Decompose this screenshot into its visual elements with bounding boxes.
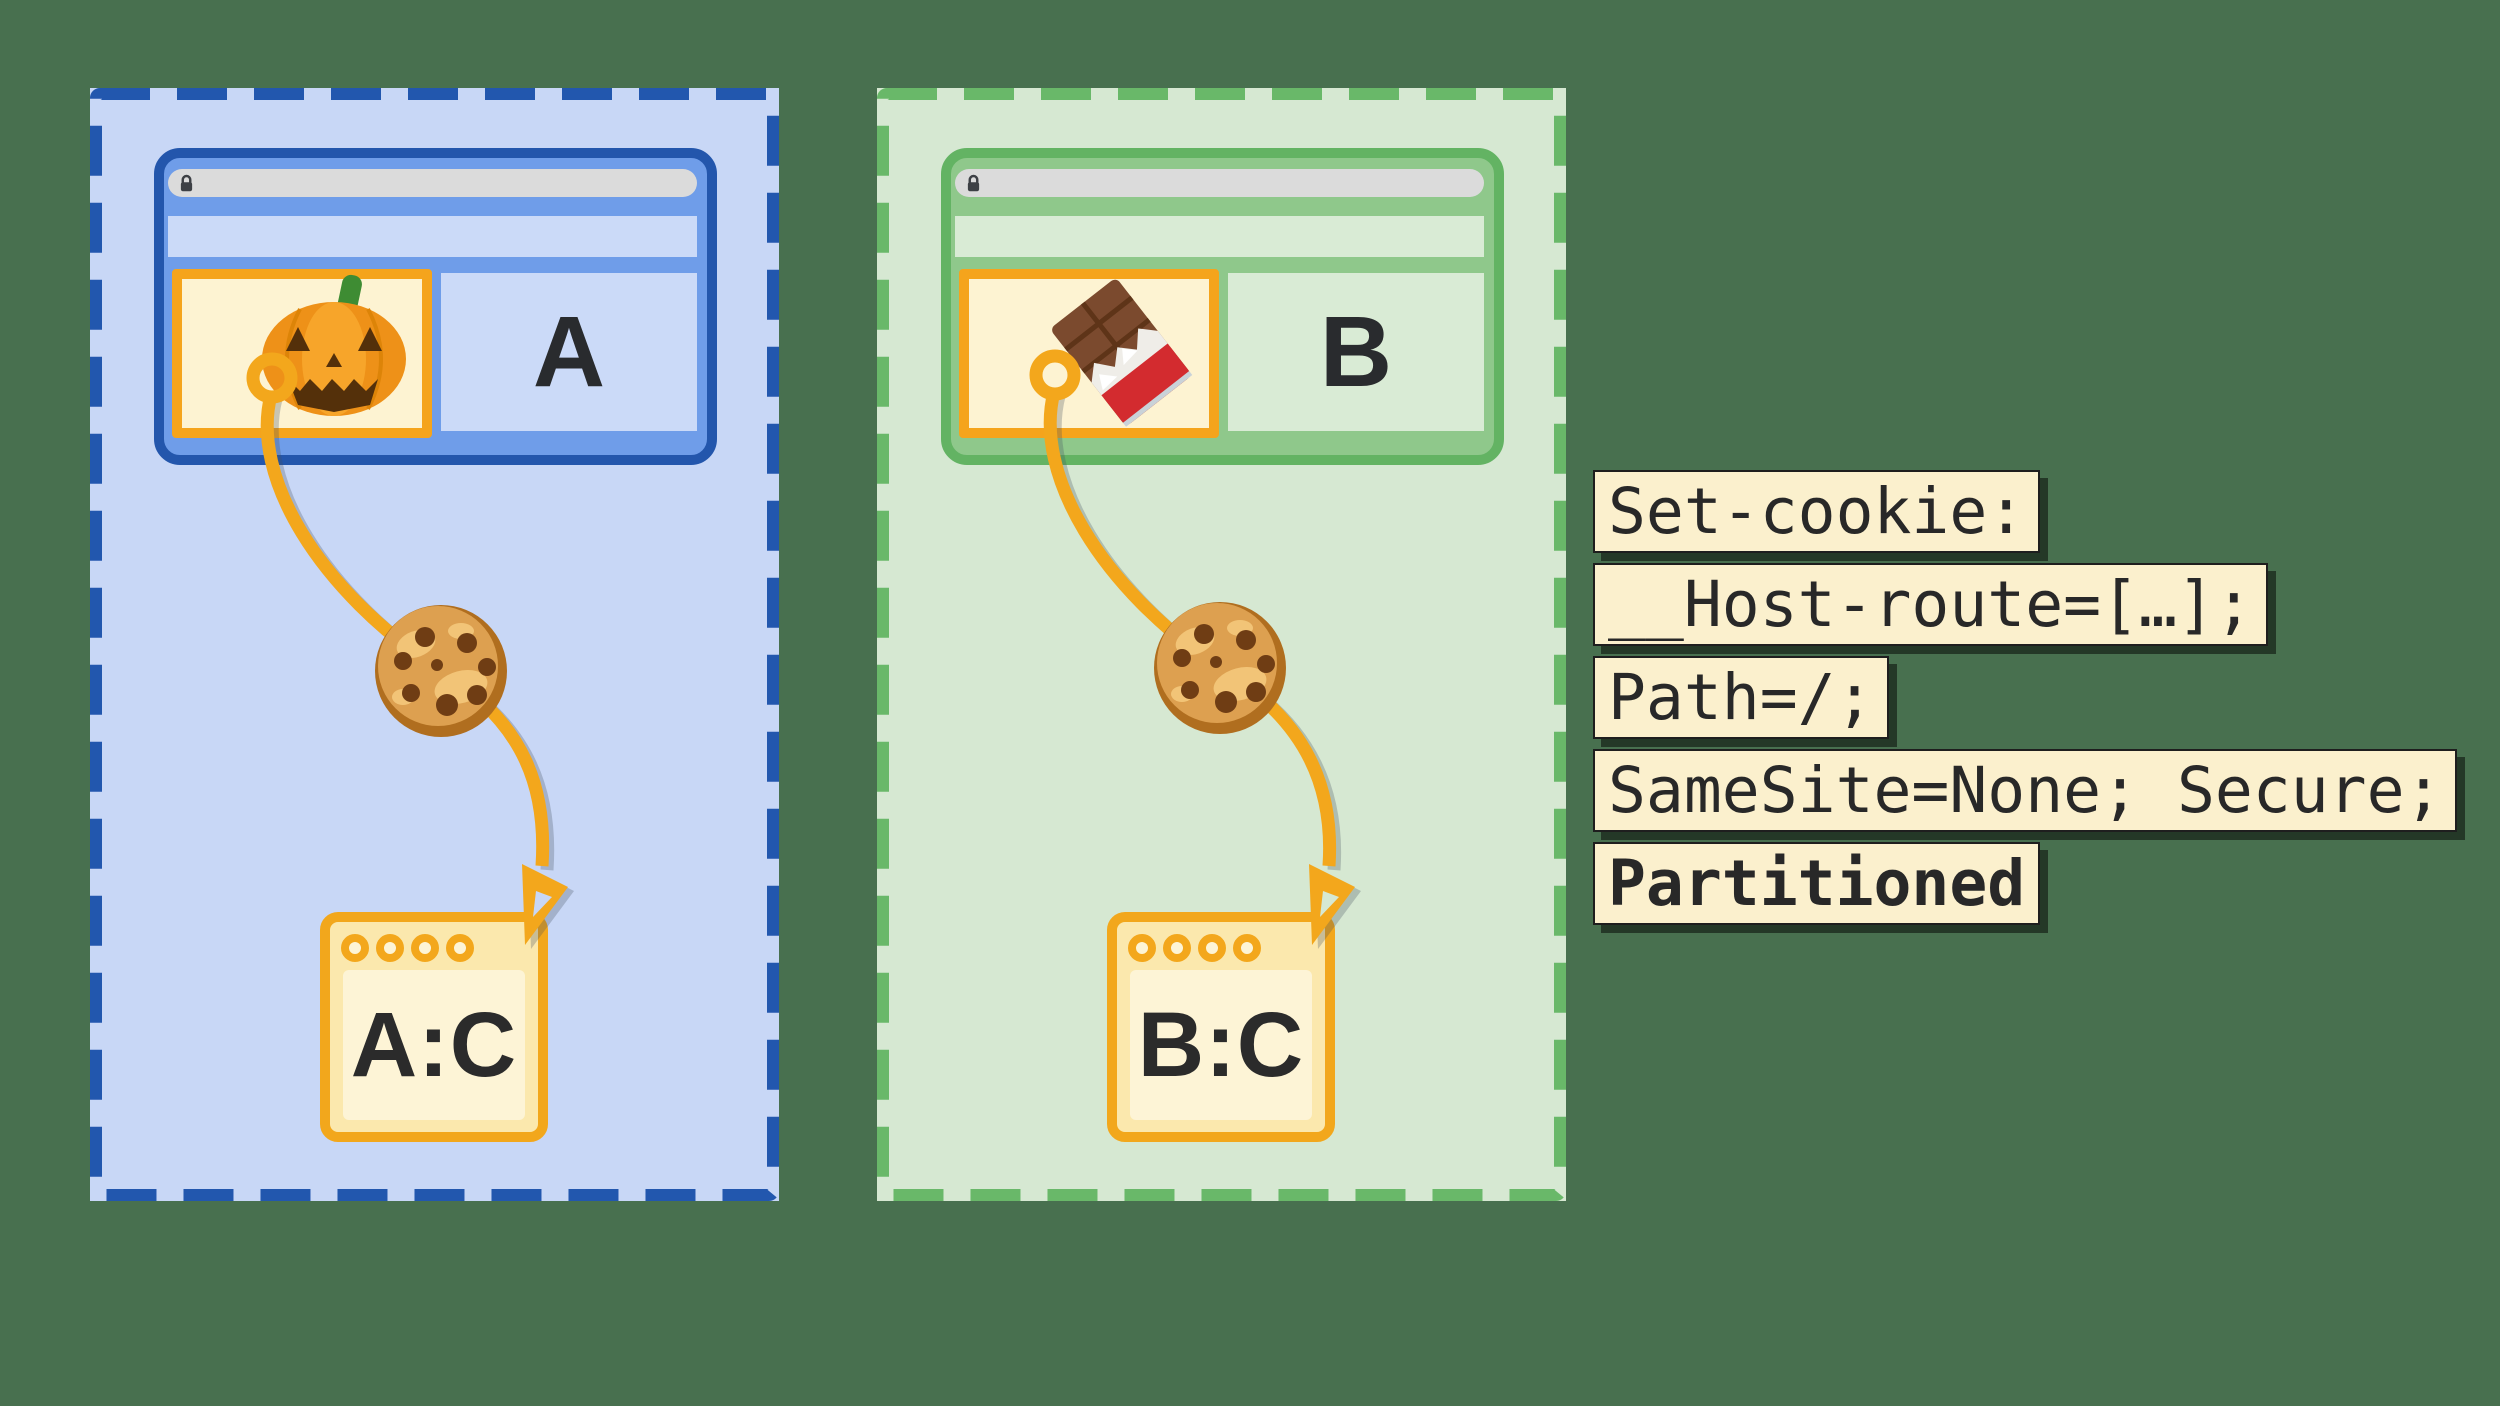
code-line: __Host-route=[…]; [1593, 563, 2268, 646]
site-a-label-panel: A [441, 273, 697, 431]
jar-dot-icon [1128, 934, 1156, 962]
code-line-partitioned: Partitioned [1593, 842, 2041, 925]
partition-key-a-label: A:C [350, 993, 518, 1096]
site-b-label-panel: B [1228, 273, 1484, 431]
jar-dots [1128, 934, 1261, 962]
jar-dot-icon [1163, 934, 1191, 962]
set-cookie-code-block: Set-cookie: __Host-route=[…]; Path=/; Sa… [1593, 470, 2458, 925]
partition-key-b-label: B:C [1137, 993, 1305, 1096]
address-bar [955, 169, 1484, 197]
code-line: SameSite=None; Secure; [1593, 749, 2458, 832]
jar-dots [341, 934, 474, 962]
browser-window-a: A [154, 148, 717, 465]
site-b-label: B [1319, 295, 1393, 408]
lock-icon [966, 174, 981, 193]
partition-key-a: A:C [343, 970, 525, 1120]
code-line: Path=/; [1593, 656, 1889, 739]
partition-key-b: B:C [1130, 970, 1312, 1120]
cookie-jar-a: A:C [320, 912, 548, 1142]
jar-dot-icon [341, 934, 369, 962]
jar-dot-icon [1233, 934, 1261, 962]
partition-site-a: A A:C [90, 88, 779, 1201]
jar-dot-icon [411, 934, 439, 962]
browser-window-b: B [941, 148, 1504, 465]
page-content-strip [955, 216, 1484, 257]
embedded-iframe-a [172, 269, 432, 438]
chocolate-emoji [1052, 279, 1193, 427]
jar-dot-icon [446, 934, 474, 962]
cookie-jar-b: B:C [1107, 912, 1335, 1142]
lock-icon [179, 174, 194, 193]
address-bar [168, 169, 697, 197]
code-line: Set-cookie: [1593, 470, 2041, 553]
page-content-strip [168, 216, 697, 257]
pumpkin-emoji [262, 274, 406, 416]
site-a-label: A [532, 295, 606, 408]
jar-dot-icon [1198, 934, 1226, 962]
embedded-iframe-b [959, 269, 1219, 438]
jar-dot-icon [376, 934, 404, 962]
partition-site-b: B B:C [877, 88, 1566, 1201]
